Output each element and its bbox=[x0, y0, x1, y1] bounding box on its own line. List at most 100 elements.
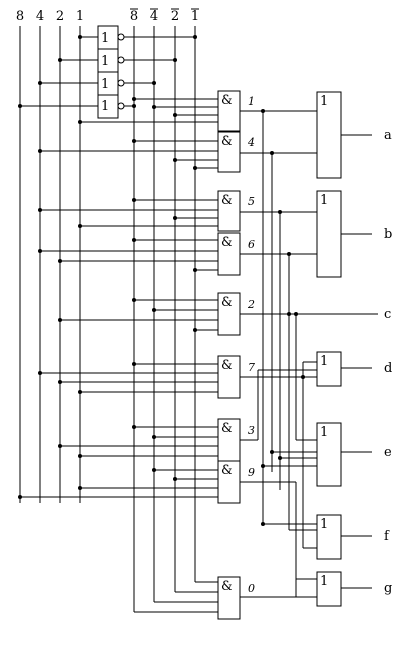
junction-dot bbox=[132, 238, 136, 242]
and-gate-7-symbol: & bbox=[221, 463, 233, 478]
junction-dot bbox=[58, 318, 62, 322]
junction-dot bbox=[132, 298, 136, 302]
or-gate-f-symbol: 1 bbox=[320, 517, 328, 532]
junction-dot bbox=[261, 522, 265, 526]
junction-dot bbox=[78, 224, 82, 228]
junction-dot bbox=[132, 362, 136, 366]
or-gate-e bbox=[316, 422, 342, 487]
junction-dot bbox=[270, 450, 274, 454]
segment-output-g: g bbox=[384, 581, 392, 596]
junction-dot bbox=[193, 328, 197, 332]
junction-dot bbox=[58, 259, 62, 263]
junction-dot bbox=[278, 456, 282, 460]
and-gate-2-symbol: & bbox=[221, 193, 233, 208]
segment-output-a: a bbox=[384, 128, 392, 143]
junction-dot bbox=[38, 149, 42, 153]
and-gate-8 bbox=[217, 576, 241, 620]
digit-label-3: 3 bbox=[248, 424, 255, 437]
inverted-label-8: 8 bbox=[130, 9, 138, 24]
junction-dot bbox=[38, 81, 42, 85]
or-gate-b bbox=[316, 190, 342, 278]
junction-dot bbox=[193, 268, 197, 272]
and-gate-6-symbol: & bbox=[221, 421, 233, 436]
and-gate-5 bbox=[217, 355, 241, 399]
or-gate-f bbox=[316, 514, 342, 560]
inverter-bubble-1 bbox=[117, 33, 125, 41]
or-gate-g-symbol: 1 bbox=[320, 574, 328, 589]
segment-output-c: c bbox=[384, 307, 391, 322]
junction-dot bbox=[173, 477, 177, 481]
inverter-bubble-4 bbox=[117, 102, 125, 110]
junction-dot bbox=[152, 468, 156, 472]
and-gate-3 bbox=[217, 232, 241, 276]
or-gate-g bbox=[316, 571, 342, 607]
segment-output-f: f bbox=[384, 529, 390, 544]
and-gate-1-symbol: & bbox=[221, 134, 233, 149]
inverter-block: 1 1 1 1 bbox=[97, 25, 125, 119]
junction-dots bbox=[18, 35, 305, 526]
junction-dot bbox=[278, 210, 282, 214]
and-gate-4 bbox=[217, 292, 241, 336]
junction-dot bbox=[38, 208, 42, 212]
junction-dot bbox=[173, 58, 177, 62]
digit-label-5: 5 bbox=[248, 195, 255, 208]
junction-dot bbox=[58, 444, 62, 448]
digit-label-0: 0 bbox=[248, 582, 255, 595]
digit-label-2: 2 bbox=[247, 298, 255, 311]
junction-dot bbox=[287, 312, 291, 316]
junction-dot bbox=[152, 435, 156, 439]
inverted-label-4: 4 bbox=[150, 9, 158, 24]
inverter-symbol-4: 1 bbox=[101, 99, 109, 114]
junction-dot bbox=[132, 198, 136, 202]
junction-dot bbox=[58, 380, 62, 384]
junction-dot bbox=[173, 113, 177, 117]
junction-dot bbox=[193, 35, 197, 39]
input-labels: 8 4 2 1 8 4 2 1 bbox=[16, 8, 199, 24]
or-gate-d-symbol: 1 bbox=[320, 354, 328, 369]
and-gate-0 bbox=[217, 90, 241, 132]
junction-dot bbox=[38, 371, 42, 375]
or-gate-a-symbol: 1 bbox=[320, 94, 328, 109]
digit-label-9: 9 bbox=[248, 466, 255, 479]
junction-dot bbox=[193, 166, 197, 170]
junction-dot bbox=[38, 249, 42, 253]
junction-dot bbox=[152, 308, 156, 312]
segment-output-e: e bbox=[384, 445, 392, 460]
junction-dot bbox=[78, 35, 82, 39]
and-gate-4-symbol: & bbox=[221, 295, 233, 310]
digit-label-4: 4 bbox=[247, 136, 255, 149]
and-gate-1 bbox=[217, 131, 241, 173]
and-gate-8-symbol: & bbox=[221, 579, 233, 594]
input-label-2: 2 bbox=[56, 9, 64, 24]
inverter-symbol-1: 1 bbox=[101, 31, 109, 46]
segment-output-d: d bbox=[384, 361, 392, 376]
junction-dot bbox=[18, 495, 22, 499]
input-label-1: 1 bbox=[76, 9, 84, 24]
junction-dot bbox=[132, 97, 136, 101]
inverter-bubble-3 bbox=[117, 79, 125, 87]
junction-dot bbox=[78, 120, 82, 124]
inverter-bubble-2 bbox=[117, 56, 125, 64]
junction-dot bbox=[132, 425, 136, 429]
inverter-symbol-3: 1 bbox=[101, 77, 109, 92]
or-gate-b-symbol: 1 bbox=[320, 193, 328, 208]
junction-dot bbox=[261, 464, 265, 468]
and-gate-3-symbol: & bbox=[221, 235, 233, 250]
junction-dot bbox=[132, 139, 136, 143]
junction-dot bbox=[132, 104, 136, 108]
junction-dot bbox=[78, 486, 82, 490]
digit-label-6: 6 bbox=[248, 238, 255, 251]
or-gate-e-symbol: 1 bbox=[320, 425, 328, 440]
junction-dot bbox=[287, 252, 291, 256]
inverter-symbol-2: 1 bbox=[101, 54, 109, 69]
junction-dot bbox=[78, 454, 82, 458]
and-gate-0-symbol: & bbox=[221, 93, 233, 108]
junction-dot bbox=[173, 158, 177, 162]
and-gate-7 bbox=[217, 460, 241, 504]
input-label-8: 8 bbox=[16, 9, 24, 24]
junction-dot bbox=[270, 151, 274, 155]
wiring bbox=[20, 36, 378, 613]
